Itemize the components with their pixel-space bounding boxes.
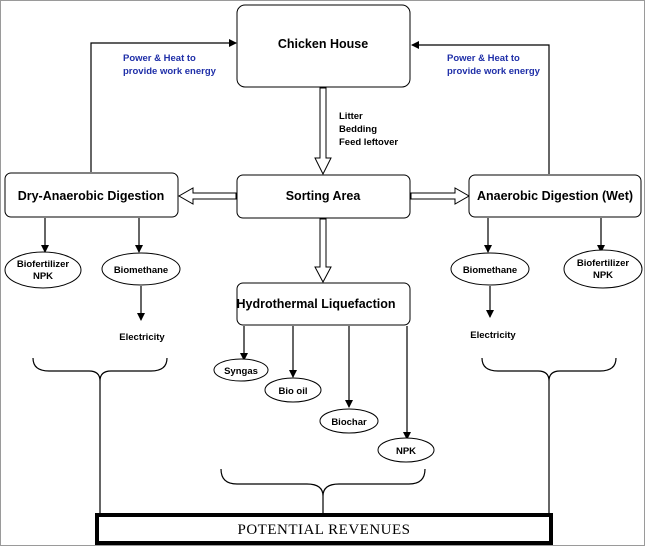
potential-revenues-node: POTENTIAL REVENUES: [95, 513, 553, 545]
right-brace: [481, 357, 617, 382]
input-feed-leftover: Feed leftover: [339, 137, 398, 148]
bio-oil-label: Bio oil: [278, 386, 307, 397]
right-biofertilizer-line1: Biofertilizer: [577, 258, 630, 269]
left-electricity-label: Electricity: [119, 332, 165, 343]
syngas-node: Syngas: [213, 358, 269, 382]
hollow-arrow-down-top: [314, 87, 332, 176]
npk-label: NPK: [396, 446, 416, 457]
left-biomethane-node: Biomethane: [101, 252, 181, 286]
biochar-label: Biochar: [331, 417, 367, 428]
power-heat-right-line2: provide work energy: [447, 66, 541, 77]
left-biofertilizer-line1: Biofertilizer: [17, 259, 70, 270]
left-brace: [32, 357, 168, 382]
sorting-area-label: Sorting Area: [286, 189, 362, 203]
hollow-arrow-down-htl: [314, 218, 332, 284]
wet-digestion-label: Anaerobic Digestion (Wet): [477, 189, 633, 203]
feedback-arrow-left: [90, 39, 237, 172]
dry-digestion-label: Dry-Anaerobic Digestion: [18, 189, 165, 203]
potential-revenues-label: POTENTIAL REVENUES: [237, 522, 410, 538]
right-biofertilizer-node: Biofertilizer NPK: [563, 249, 643, 289]
right-electricity-label: Electricity: [470, 330, 516, 341]
input-litter: Litter: [339, 111, 363, 122]
htl-label: Hydrothermal Liquefaction: [236, 297, 395, 311]
sorting-area-node: Sorting Area: [236, 174, 411, 219]
right-biomethane-label: Biomethane: [463, 265, 517, 276]
power-heat-right-line1: Power & Heat to: [447, 53, 520, 64]
dry-digestion-node: Dry-Anaerobic Digestion: [4, 172, 179, 218]
left-biomethane-label: Biomethane: [114, 265, 168, 276]
npk-node: NPK: [377, 437, 435, 463]
chicken-house-node: Chicken House: [236, 4, 411, 88]
input-bedding: Bedding: [339, 124, 377, 135]
power-heat-left-line2: provide work energy: [123, 66, 217, 77]
right-biofertilizer-line2: NPK: [593, 270, 613, 281]
left-biofertilizer-line2: NPK: [33, 271, 53, 282]
wet-digestion-node: Anaerobic Digestion (Wet): [468, 174, 642, 218]
syngas-label: Syngas: [224, 366, 258, 377]
bio-oil-node: Bio oil: [264, 377, 322, 403]
chicken-house-label: Chicken House: [278, 37, 368, 51]
htl-node: Hydrothermal Liquefaction: [236, 282, 411, 326]
hollow-arrow-right: [410, 187, 471, 205]
center-brace: [220, 468, 426, 497]
feedback-arrow-right: [411, 41, 550, 174]
biochar-node: Biochar: [319, 408, 379, 434]
right-biomethane-node: Biomethane: [450, 252, 530, 286]
left-biofertilizer-node: Biofertilizer NPK: [4, 251, 82, 289]
power-heat-left-line1: Power & Heat to: [123, 53, 196, 64]
hollow-arrow-left: [177, 187, 237, 205]
